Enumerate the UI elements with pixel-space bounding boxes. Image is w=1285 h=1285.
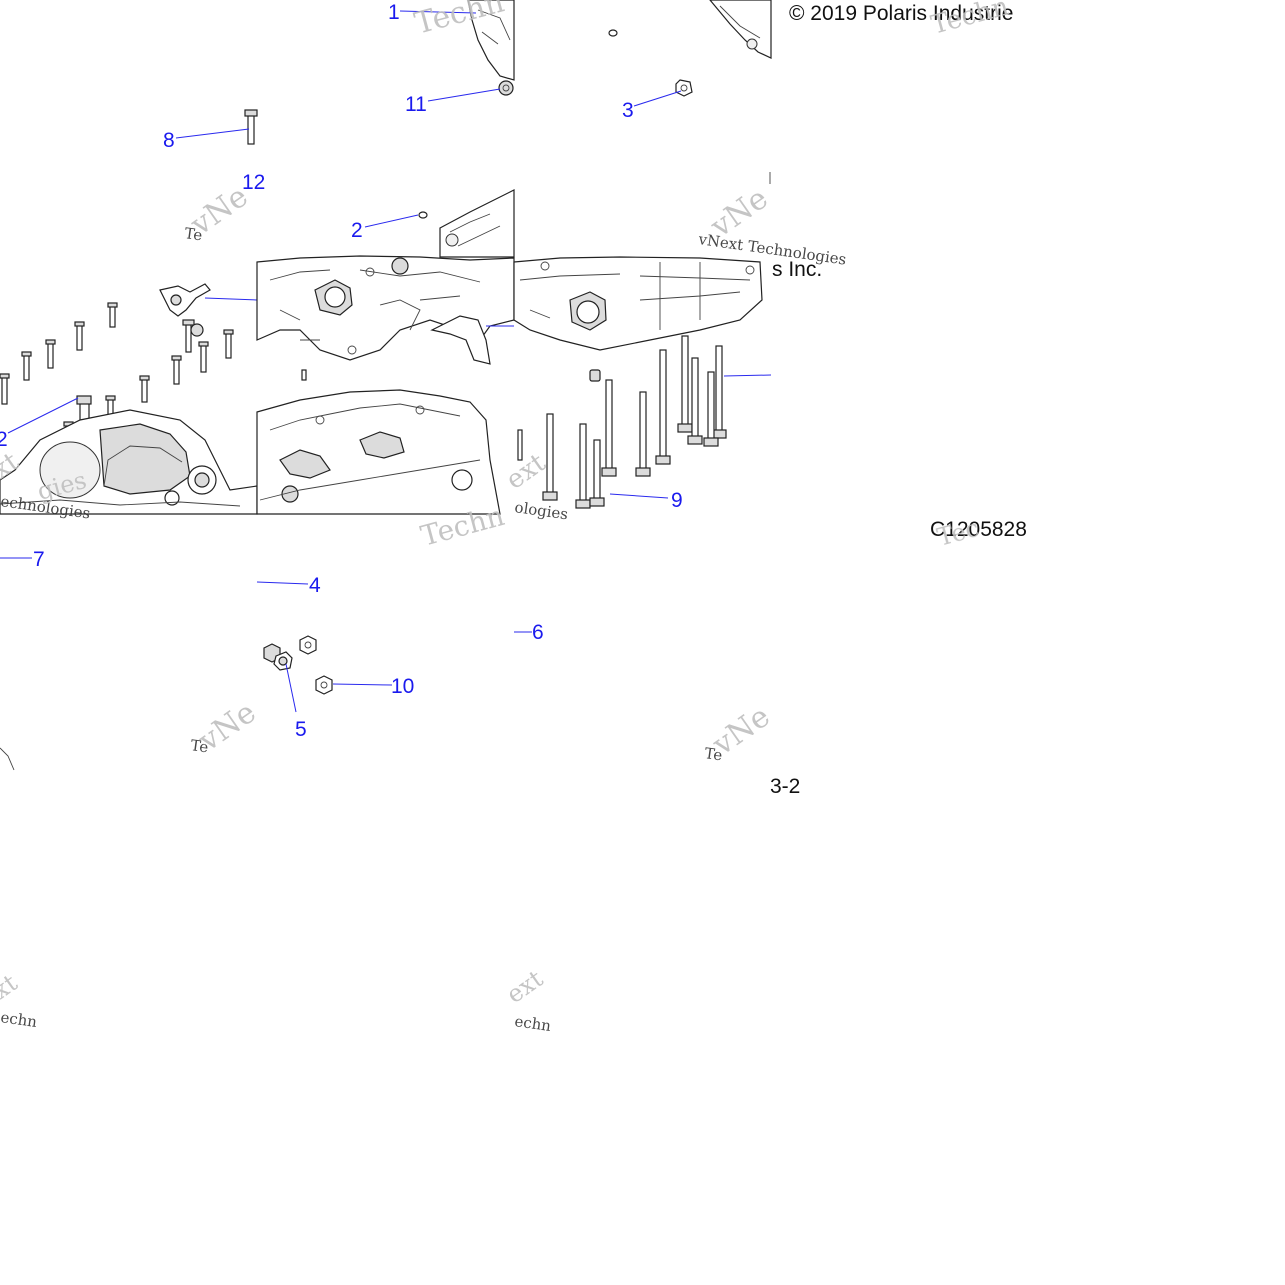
cylinder-block	[0, 409, 258, 515]
crankcase-lower	[256, 389, 501, 515]
callout-9: 9	[671, 489, 683, 512]
callout-7: 7	[33, 548, 45, 571]
callout-11: 11	[405, 93, 427, 116]
callout-4: 4	[309, 574, 321, 597]
bearing-shell	[430, 315, 491, 365]
long-bolts-group-9	[517, 335, 727, 509]
callout-3: 3	[622, 99, 634, 122]
crankcase-end	[513, 256, 763, 351]
callout-6: 6	[532, 621, 544, 644]
svg-text:Te: Te	[703, 744, 723, 764]
callout-2-top: 2	[351, 219, 363, 242]
callout-2-left: 2	[0, 428, 8, 451]
dowel-pin-3a	[608, 29, 618, 37]
drawing-number: C1205828	[930, 518, 1027, 541]
watermark: Techn Techn vNe Te vNe vNext Technologie…	[0, 0, 1012, 1035]
svg-text:ologies: ologies	[513, 498, 569, 523]
o-ring-small	[418, 211, 428, 219]
callout-10: 10	[391, 675, 414, 698]
sensor-bracket	[159, 283, 211, 337]
plug-small	[589, 369, 601, 382]
svg-text:ext: ext	[501, 964, 548, 1009]
crankcase-upper	[256, 255, 515, 361]
callout-1: 1	[388, 1, 400, 24]
svg-text:xt: xt	[0, 968, 23, 1004]
cover-edge	[709, 0, 772, 59]
callout-12: 12	[242, 171, 265, 194]
svg-text:ext: ext	[501, 448, 552, 496]
callout-5: 5	[295, 718, 307, 741]
hex-nut-3	[675, 79, 693, 97]
copyright-text: © 2019 Polaris Industrie	[789, 2, 1013, 25]
svg-text:Te: Te	[183, 224, 203, 244]
upper-case-cover	[467, 0, 515, 96]
plug-set	[263, 635, 333, 695]
copyright-fragment: s Inc.	[772, 258, 822, 281]
svg-text:echn: echn	[513, 1012, 552, 1035]
dowel-pin-center	[301, 369, 307, 381]
callout-8: 8	[163, 129, 175, 152]
svg-text:Te: Te	[189, 736, 209, 756]
bolt-8	[244, 109, 258, 145]
crankcase-upper-corner	[439, 189, 515, 258]
page-fragment: 3-2	[770, 775, 800, 798]
svg-text:echn: echn	[0, 1008, 39, 1031]
